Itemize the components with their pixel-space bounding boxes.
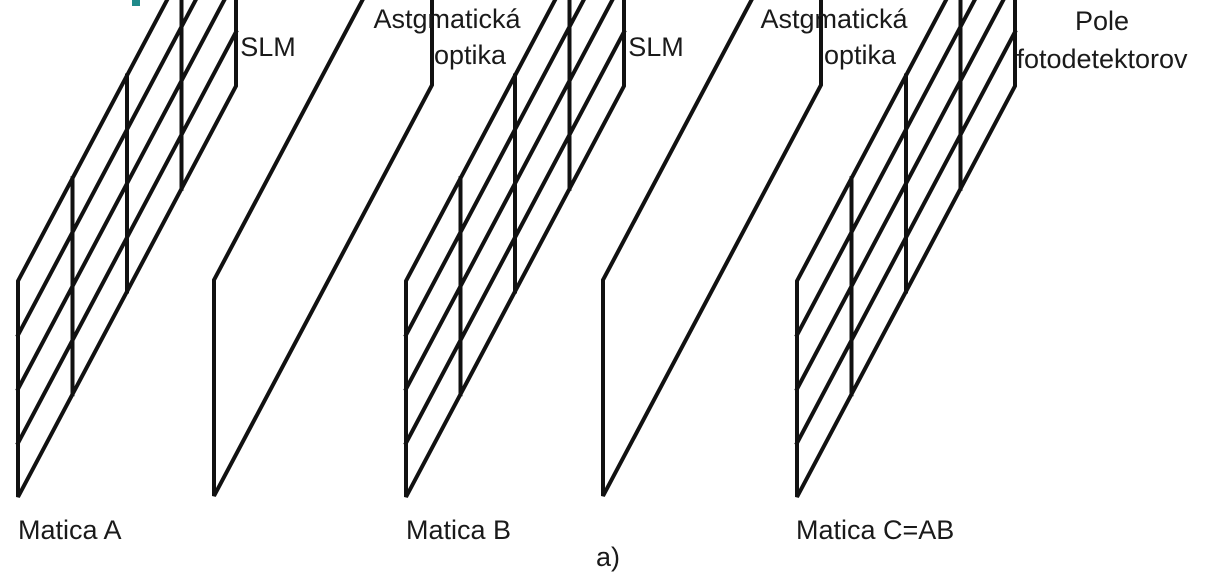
optics-label-1-line1: Astgmatická bbox=[373, 4, 521, 34]
optics-1-panel bbox=[212, 0, 434, 497]
detector-label-line1: Pole bbox=[1075, 6, 1129, 36]
figure-caption: a) bbox=[596, 542, 620, 572]
detector-label-line2: fotodetektorov bbox=[1016, 44, 1188, 74]
optics-2-panel bbox=[601, 0, 823, 497]
slm-label-2: SLM bbox=[628, 32, 684, 62]
slm-label-1: SLM bbox=[240, 32, 296, 62]
matrix-b-grid-row-line bbox=[403, 0, 615, 392]
matrix-a-grid bbox=[15, 0, 239, 446]
accent-mark bbox=[132, 0, 140, 6]
optics-label-2-line2: optika bbox=[824, 40, 897, 70]
matrix-a-grid-row-line bbox=[15, 0, 227, 392]
matrix-a-label: Matica A bbox=[18, 515, 122, 545]
matrix-b-grid bbox=[403, 0, 627, 446]
matrix-a-grid-row-line bbox=[15, 29, 239, 446]
panel-group bbox=[15, 0, 1018, 498]
matrix-c-grid-row-line bbox=[794, 29, 1018, 446]
matrix-a-grid-row-line bbox=[15, 0, 198, 338]
optics-label-1-line2: optika bbox=[434, 40, 507, 70]
matrix-b-label: Matica B bbox=[406, 515, 511, 545]
matrix-c-grid-row-line bbox=[794, 0, 977, 338]
optics-label-2-line1: Astgmatická bbox=[760, 4, 908, 34]
matrix-c-grid-row-line bbox=[794, 0, 1006, 392]
matrix-b-grid-row-line bbox=[403, 29, 627, 446]
matrix-c-grid bbox=[794, 0, 1018, 446]
matrix-b-grid-row-line bbox=[403, 0, 586, 338]
matrix-c-label: Matica C=AB bbox=[796, 515, 954, 545]
